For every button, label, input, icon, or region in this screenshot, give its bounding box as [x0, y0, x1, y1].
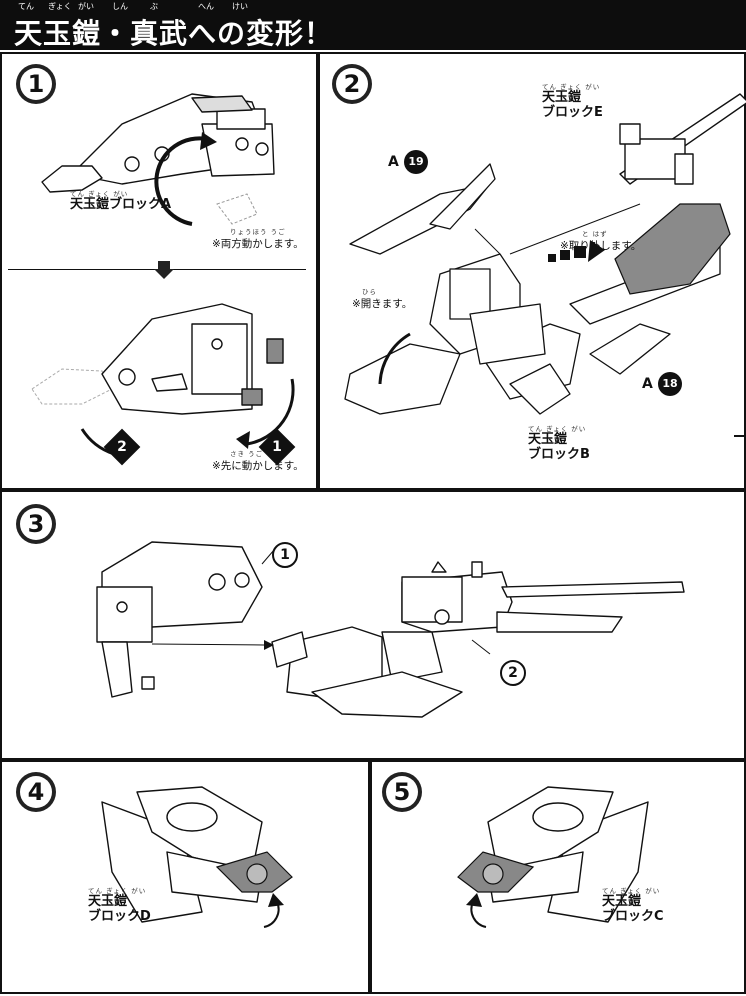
- title-ruby: けい: [232, 2, 248, 11]
- step3-panel: 3 1 2: [0, 490, 746, 760]
- title-ruby: がい: [78, 2, 94, 11]
- title-ruby: ぎょく: [48, 2, 72, 11]
- page-title: 天玉鎧・真武への変形！: [14, 17, 334, 50]
- down-arrow-icon: [154, 261, 174, 279]
- block-d-illustration: [101, 786, 293, 928]
- order-1-label: 1: [272, 439, 282, 455]
- title-ruby: ぶ: [150, 2, 158, 11]
- step1-panel: 1 てん ぎょく がい 天玉鎧ブロックA りょうほう うご ※両方動かします。: [0, 52, 318, 490]
- part-a19-number: 19: [404, 150, 428, 174]
- note-open: ひら ※開きます。: [352, 288, 413, 310]
- page-header: 天玉鎧・真武への変形！ てん ぎょくがい しん ぶ へん けい: [0, 0, 746, 50]
- note-move-first: さき うご ※先に動かします。: [212, 450, 304, 472]
- step2-panel: 2 てん ぎょく がい 天玉鎧 ブロックE A 19: [318, 52, 746, 490]
- step1-badge: 1: [16, 64, 56, 104]
- block-e-illustration: [619, 93, 746, 185]
- block-b-label: てん ぎょく がい 天玉鎧 ブロックB: [528, 425, 590, 463]
- block-a-illustration-top: [41, 93, 275, 226]
- title-ruby: しん: [112, 2, 128, 11]
- step3-illustration: [96, 541, 685, 718]
- title-ruby: てん: [18, 2, 34, 11]
- note-both-move: りょうほう うご ※両方動かします。: [212, 228, 304, 250]
- step4-panel: 4 てん ぎょく がい 天玉鎧 ブロックD: [0, 760, 370, 994]
- order-2-label: 2: [117, 439, 127, 455]
- edge-mark: [734, 435, 746, 437]
- block-d-label: てん ぎょく がい 天玉鎧 ブロックD: [88, 887, 151, 925]
- step3-badge: 3: [16, 504, 56, 544]
- step4-badge: 4: [16, 772, 56, 812]
- block-c-illustration: [457, 786, 649, 928]
- block-e-label: てん ぎょく がい 天玉鎧 ブロックE: [542, 83, 603, 121]
- block-c-label: てん ぎょく がい 天玉鎧 ブロックC: [602, 887, 664, 925]
- step3-ref-1: 1: [272, 542, 298, 568]
- part-a18-label: A: [642, 376, 653, 392]
- step3-ref-2: 2: [500, 660, 526, 686]
- part-a19-label: A: [388, 154, 399, 170]
- part-a18-number: 18: [658, 372, 682, 396]
- step5-badge: 5: [382, 772, 422, 812]
- block-a-illustration-bottom: [31, 303, 295, 456]
- parts-illustration: [344, 163, 731, 415]
- title-ruby: へん: [198, 2, 214, 11]
- note-remove: と はず ※取り外します。: [560, 230, 642, 252]
- step2-badge: 2: [332, 64, 372, 104]
- block-a-label: てん ぎょく がい 天玉鎧ブロックA: [70, 190, 172, 213]
- step5-panel: 5 てん ぎょく がい 天玉鎧 ブロックC: [370, 760, 746, 994]
